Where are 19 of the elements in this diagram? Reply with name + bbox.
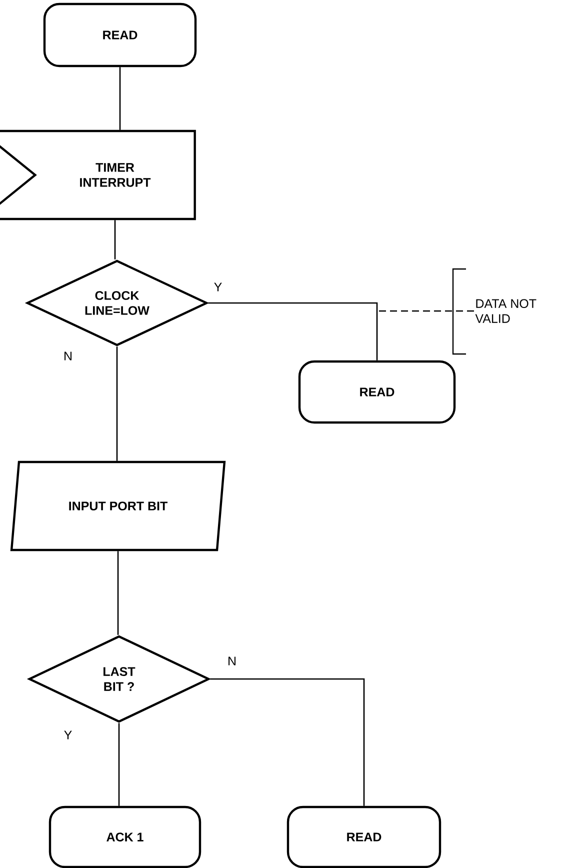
- edge-label: N: [62, 350, 74, 362]
- interrupt-box: TIMER INTERRUPT: [0, 130, 196, 220]
- connector-line: [208, 302, 378, 360]
- connector-line: [117, 551, 119, 635]
- edge-label: Y: [212, 282, 224, 292]
- terminal-box: ACK 1: [48, 806, 202, 868]
- leader-line: [378, 310, 474, 312]
- connector-line: [119, 67, 121, 130]
- connector-line: [116, 346, 118, 461]
- connector-line: [114, 220, 116, 260]
- terminal-box: READ: [43, 2, 197, 68]
- terminal-box: READ: [298, 360, 456, 424]
- edge-label: N: [226, 656, 238, 666]
- input-output-box: INPUT PORT BIT: [10, 460, 226, 552]
- annotation-text: DATA NOT VALID: [475, 299, 536, 323]
- connector-line: [210, 678, 365, 806]
- connector-line: [118, 723, 120, 806]
- edge-label: Y: [62, 730, 74, 740]
- terminal-box: READ: [286, 806, 442, 868]
